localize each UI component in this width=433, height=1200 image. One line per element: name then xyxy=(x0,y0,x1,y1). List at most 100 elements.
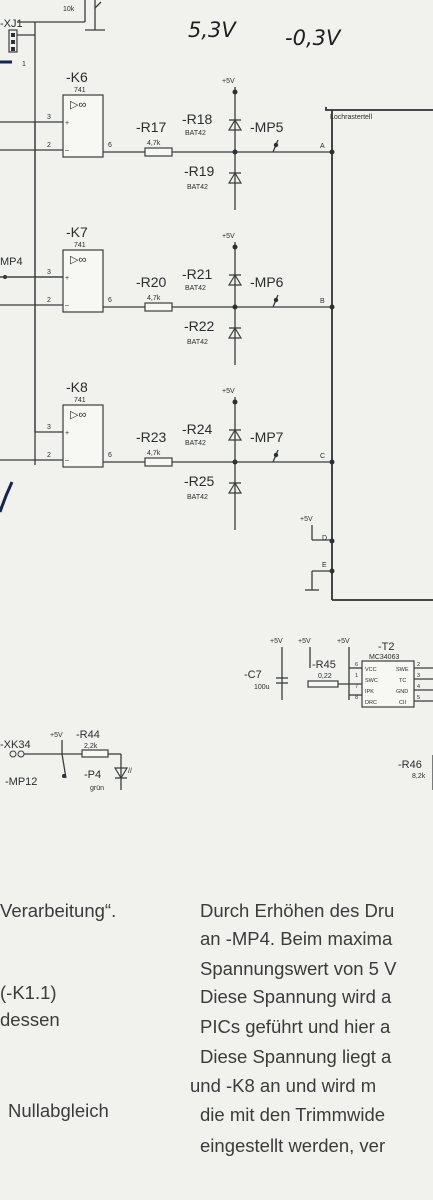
node-d-e: +5V D E xyxy=(300,516,335,591)
svg-text:▷∞: ▷∞ xyxy=(70,409,86,421)
svg-text:6: 6 xyxy=(108,297,112,304)
svg-text:▷∞: ▷∞ xyxy=(70,254,86,266)
svg-text:7: 7 xyxy=(355,684,358,690)
svg-text:▷∞: ▷∞ xyxy=(70,99,86,111)
svg-text:-XK34: -XK34 xyxy=(0,739,31,751)
text-right-line: eingestellt werden, ver xyxy=(200,1135,386,1156)
svg-text:1: 1 xyxy=(22,61,26,68)
svg-text:8: 8 xyxy=(355,695,358,701)
svg-text:TC: TC xyxy=(399,678,406,684)
svg-text:-T2: -T2 xyxy=(378,641,395,653)
svg-text:grün: grün xyxy=(90,785,104,792)
svg-text:-R24: -R24 xyxy=(182,421,213,437)
svg-text:-K7: -K7 xyxy=(66,224,88,240)
svg-text:+5V: +5V xyxy=(222,388,235,395)
svg-text:-R23: -R23 xyxy=(136,429,167,445)
svg-text:BAT42: BAT42 xyxy=(185,440,206,447)
svg-text:3: 3 xyxy=(47,424,51,431)
led-p4-circuit: -XK34 +5V -R44 2,2k // -MP12 -P4 grün xyxy=(0,729,132,792)
opamp-stage-k7: -K7 741 ▷∞ + – 3 2 6 -R20 4,7k +5V -R21 … xyxy=(0,224,335,365)
pen-stroke xyxy=(0,481,14,513)
svg-text:2: 2 xyxy=(47,142,51,149)
svg-text:D: D xyxy=(322,535,327,542)
svg-text:-R22: -R22 xyxy=(184,318,215,334)
svg-text:-R25: -R25 xyxy=(184,473,215,489)
svg-text:BAT42: BAT42 xyxy=(187,339,208,346)
svg-text:+5V: +5V xyxy=(222,78,235,85)
text-right-line: und -K8 an und wird m xyxy=(190,1075,377,1096)
text-right-line: Diese Spannung liegt a xyxy=(200,1046,392,1067)
svg-text:-R44: -R44 xyxy=(76,729,100,741)
svg-text:E: E xyxy=(322,562,327,569)
text-right-line: die mit den Trimmwide xyxy=(200,1104,386,1125)
svg-text:IPK: IPK xyxy=(365,689,374,695)
svg-text:C: C xyxy=(320,453,325,460)
svg-text:-R21: -R21 xyxy=(182,266,213,282)
text-left-line: Verarbeitung“. xyxy=(0,900,117,921)
svg-text:-R19: -R19 xyxy=(184,163,215,179)
text-left-line: Nullabgleich xyxy=(8,1100,109,1121)
svg-text:4,7k: 4,7k xyxy=(147,295,161,302)
svg-text:BAT42: BAT42 xyxy=(187,184,208,191)
svg-text:-MP5: -MP5 xyxy=(250,119,284,135)
text-right-line: an -MP4. Beim maxima xyxy=(200,928,393,949)
board-boundary: Lochrastertell xyxy=(325,107,433,601)
text-right-line: PICs geführt und hier a xyxy=(200,1016,391,1037)
svg-text:CII: CII xyxy=(399,700,407,706)
svg-text:-MP12: -MP12 xyxy=(5,776,37,788)
text-left-line: (-K1.1) xyxy=(0,982,57,1003)
text-right-line: Durch Erhöhen des Dru xyxy=(200,900,395,921)
svg-text:+5V: +5V xyxy=(300,516,313,523)
svg-text:+: + xyxy=(65,430,69,437)
svg-text:741: 741 xyxy=(74,397,86,404)
connector-xj1: -XJ1 1 xyxy=(0,18,85,465)
svg-text:A: A xyxy=(320,143,325,150)
handwritten-voltage-low: -0,3V xyxy=(285,26,342,50)
opamp-stage-k6: -K6 741 ▷∞ + – 3 2 6 -R17 4,7k +5V -R18 … xyxy=(0,69,335,210)
svg-text:2: 2 xyxy=(417,662,420,668)
svg-text:VCC: VCC xyxy=(365,667,377,673)
body-text: Verarbeitung“. (-K1.1) dessen Nullabglei… xyxy=(0,880,433,1200)
opamp-stage-k8: -K8 741 ▷∞ + – 3 2 6 -R23 4,7k +5V -R24 … xyxy=(0,379,335,530)
svg-text:4,7k: 4,7k xyxy=(147,140,161,147)
svg-text:3: 3 xyxy=(47,114,51,121)
svg-text:10k: 10k xyxy=(63,6,75,13)
svg-text:-R45: -R45 xyxy=(312,659,336,671)
svg-text:+: + xyxy=(65,120,69,127)
board-label: Lochrastertell xyxy=(330,114,372,121)
resistor-r46: -R46 8,2k xyxy=(398,755,433,790)
svg-text:8,2k: 8,2k xyxy=(412,773,426,780)
svg-text:741: 741 xyxy=(74,242,86,249)
svg-text:BAT42: BAT42 xyxy=(187,494,208,501)
potentiometer-10k: 10k xyxy=(63,0,105,31)
svg-text:100u: 100u xyxy=(254,684,270,691)
svg-text:-MP7: -MP7 xyxy=(250,429,284,445)
text-left-line: dessen xyxy=(0,1009,60,1030)
svg-text:3: 3 xyxy=(417,673,420,679)
svg-text:6: 6 xyxy=(108,452,112,459)
svg-text:SWC: SWC xyxy=(365,678,378,684)
svg-text:+5V: +5V xyxy=(270,638,283,645)
svg-text:–: – xyxy=(65,457,69,464)
svg-text:B: B xyxy=(320,298,325,305)
svg-text:2,2k: 2,2k xyxy=(84,743,98,750)
svg-text:–: – xyxy=(65,302,69,309)
svg-text:0,22: 0,22 xyxy=(318,673,332,680)
svg-text://: // xyxy=(128,768,132,775)
text-right-line: Diese Spannung wird a xyxy=(200,986,392,1007)
svg-text:5: 5 xyxy=(417,695,420,701)
svg-text:6: 6 xyxy=(108,142,112,149)
svg-text:BAT42: BAT42 xyxy=(185,285,206,292)
svg-text:+5V: +5V xyxy=(298,638,311,645)
svg-text:3: 3 xyxy=(47,269,51,276)
mp4-label: MP4 xyxy=(0,256,23,268)
svg-text:DRC: DRC xyxy=(365,700,377,706)
svg-text:MC34063: MC34063 xyxy=(369,654,399,661)
svg-text:4: 4 xyxy=(417,684,420,690)
svg-text:1: 1 xyxy=(355,673,358,679)
regulator-t2-block: +5V +5V +5V -C7 100u -R45 0,22 -T2 MC340… xyxy=(244,638,433,708)
svg-text:2: 2 xyxy=(47,297,51,304)
svg-text:-K6: -K6 xyxy=(66,69,88,85)
text-right-line: Spannungswert von 5 V xyxy=(200,958,397,979)
svg-text:4,7k: 4,7k xyxy=(147,450,161,457)
